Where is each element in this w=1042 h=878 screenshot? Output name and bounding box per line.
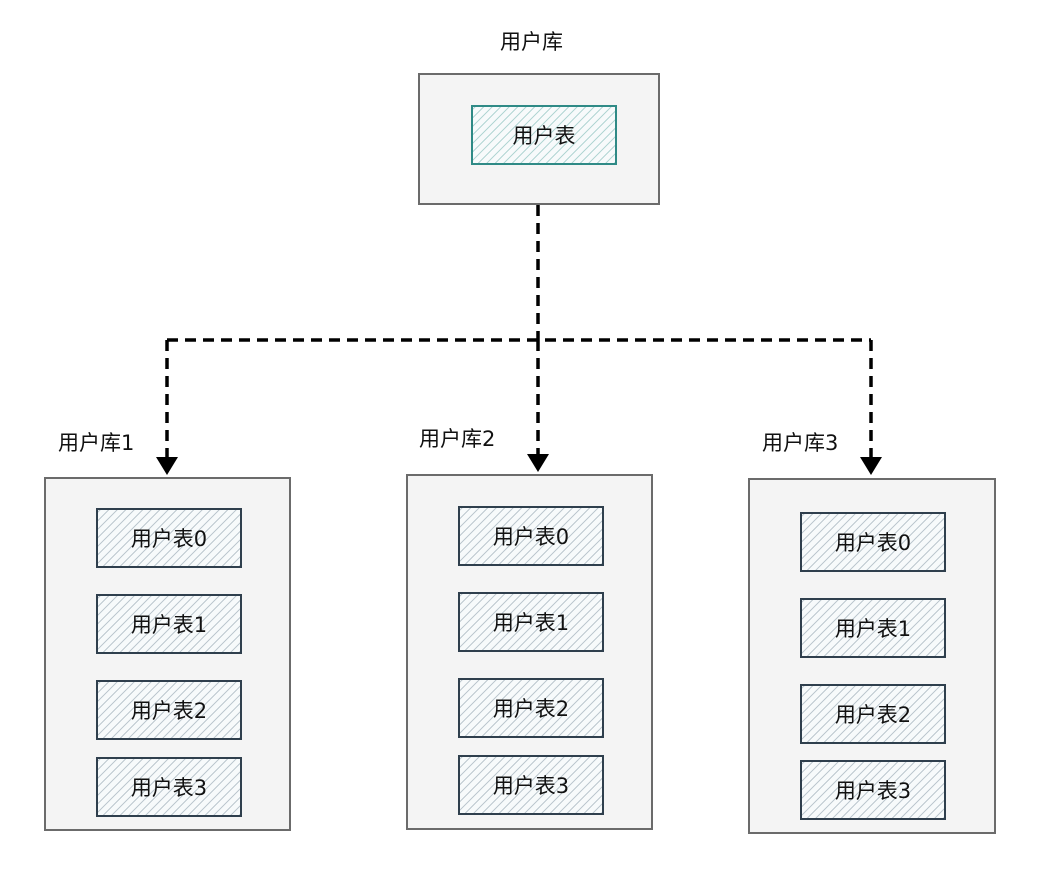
shard-3-table-0: 用户表0 bbox=[800, 512, 946, 572]
shard-1-table-3: 用户表3 bbox=[96, 757, 242, 817]
source-table: 用户表 bbox=[471, 105, 617, 165]
shard-db-label-3: 用户库3 bbox=[762, 431, 839, 455]
shard-db-label-1: 用户库1 bbox=[58, 431, 135, 455]
shard-db-box-2: 用户表0 用户表1 用户表2 用户表3 bbox=[406, 474, 653, 830]
shard-2-table-3: 用户表3 bbox=[458, 755, 604, 815]
shard-db-box-3: 用户表0 用户表1 用户表2 用户表3 bbox=[748, 478, 996, 834]
shard-db-label-2: 用户库2 bbox=[419, 427, 496, 451]
arrowhead-shard-2 bbox=[527, 454, 549, 472]
arrowhead-shard-3 bbox=[860, 457, 882, 475]
shard-2-table-2: 用户表2 bbox=[458, 678, 604, 738]
arrowhead-shard-1 bbox=[156, 457, 178, 475]
shard-3-table-2: 用户表2 bbox=[800, 684, 946, 744]
shard-2-table-1: 用户表1 bbox=[458, 592, 604, 652]
shard-3-table-3: 用户表3 bbox=[800, 760, 946, 820]
source-db-label: 用户库 bbox=[500, 30, 563, 54]
shard-1-table-0: 用户表0 bbox=[96, 508, 242, 568]
shard-3-table-1: 用户表1 bbox=[800, 598, 946, 658]
source-db-box: 用户表 bbox=[418, 73, 660, 205]
shard-2-table-0: 用户表0 bbox=[458, 506, 604, 566]
shard-db-box-1: 用户表0 用户表1 用户表2 用户表3 bbox=[44, 477, 291, 831]
shard-1-table-1: 用户表1 bbox=[96, 594, 242, 654]
shard-1-table-2: 用户表2 bbox=[96, 680, 242, 740]
